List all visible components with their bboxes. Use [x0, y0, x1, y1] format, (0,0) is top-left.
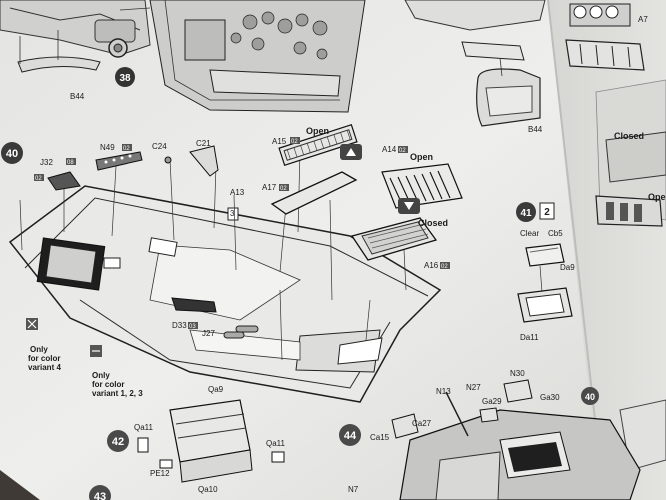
step-38-drawing	[0, 0, 151, 73]
note-variant-123-line1: Only	[92, 371, 110, 380]
svg-text:02: 02	[280, 186, 287, 192]
part-label-n30: N30	[510, 369, 525, 378]
part-label-c21: C21	[196, 139, 211, 148]
part-label-pe12: PE12	[150, 469, 170, 478]
part-tag-08	[66, 158, 76, 165]
part-label-ga29: Ga29	[482, 397, 502, 406]
part-label-qa11-b: Qa11	[266, 439, 286, 448]
part-cb5-canopy	[525, 243, 565, 267]
svg-text:02: 02	[35, 176, 42, 182]
svg-text:2: 2	[544, 207, 550, 218]
part-label-ca27: Ca27	[412, 419, 432, 428]
callout-open-a15: Open	[306, 126, 329, 136]
part-label-a15: A15	[272, 137, 287, 146]
part-label-n7: N7	[348, 485, 359, 494]
part-a15-grille	[278, 123, 358, 167]
callout-open-right: Ope	[648, 192, 666, 202]
part-tag-08-text: 08	[67, 160, 74, 166]
step-38-badge: 38	[115, 67, 135, 87]
open-indicator-icon	[340, 144, 362, 160]
part-label-a14: A14	[382, 145, 397, 154]
part-a17-frame	[270, 171, 358, 215]
part-label-j32: J32	[40, 158, 53, 167]
variant-4-icon	[26, 318, 38, 330]
variant-123-icon	[90, 345, 102, 357]
step-40-number: 40	[6, 148, 18, 160]
part-a16-closed	[350, 217, 438, 261]
fuselage-floor-pan	[8, 185, 442, 403]
leader-lines	[19, 149, 407, 361]
part-j32	[47, 171, 81, 191]
svg-text:42: 42	[112, 436, 124, 448]
part-label-n13: N13	[436, 387, 451, 396]
right-part-b44-drawing	[404, 0, 546, 127]
callout-open-a14: Open	[410, 152, 433, 162]
part-label-ca15: Ca15	[370, 433, 390, 442]
closed-indicator-icon	[398, 198, 420, 214]
svg-text:03: 03	[189, 324, 196, 330]
part-c21	[189, 145, 219, 177]
part-label-a17: A17	[262, 183, 277, 192]
part-label-ga30: Ga30	[540, 393, 560, 402]
part-tag-02-a	[34, 174, 44, 181]
step-42-radiator	[137, 399, 285, 483]
svg-text:02: 02	[441, 264, 448, 270]
page-fold	[547, 0, 605, 500]
note-variant-123-line2: for color	[92, 380, 124, 389]
note-variant-4-line3: variant 4	[28, 363, 61, 372]
part-label-qa10: Qa10	[198, 485, 218, 494]
step-44-fuselage	[391, 379, 641, 500]
ref-40-badge: 40	[581, 387, 599, 405]
part-label-da9: Da9	[560, 263, 575, 272]
part-c24	[164, 156, 172, 164]
right-page-parts	[565, 3, 666, 471]
part-label-d33: D33	[172, 321, 187, 330]
svg-text:02: 02	[123, 146, 130, 152]
part-label-j27: J27	[202, 329, 215, 338]
step-38-number: 38	[119, 73, 131, 84]
part-label-3: 3	[230, 209, 235, 218]
part-label-a16: A16	[424, 261, 439, 270]
part-label-b44: B44	[70, 92, 85, 101]
part-label-qa9: Qa9	[208, 385, 224, 394]
part-label-n27: N27	[466, 383, 481, 392]
step-41-badge: 41 2	[516, 202, 555, 222]
svg-text:41: 41	[520, 208, 532, 219]
note-variant-4-line2: for color	[28, 354, 60, 363]
callout-closed-a16: Closed	[418, 218, 448, 228]
callout-closed-right: Closed	[614, 131, 644, 141]
part-label-da11: Da11	[520, 333, 539, 342]
part-a14-shutter	[381, 163, 463, 209]
svg-text:40: 40	[585, 392, 595, 402]
cockpit-interior-drawing	[119, 0, 366, 113]
step-40-badge: 40	[1, 142, 23, 164]
part-label-a13: A13	[230, 188, 245, 197]
part-label-a7: A7	[638, 15, 648, 24]
svg-text:43: 43	[94, 491, 106, 500]
step-42-badge: 42	[107, 430, 129, 452]
step-43-badge: 43	[89, 485, 111, 500]
part-label-cb5: Cb5	[548, 229, 563, 238]
part-label-n49: N49	[100, 143, 115, 152]
note-variant-4-line1: Only	[30, 345, 48, 354]
callout-clear: Clear	[520, 229, 539, 238]
part-label-b44b: B44	[528, 125, 543, 134]
svg-text:02: 02	[291, 139, 298, 145]
part-da11-frame	[517, 287, 573, 323]
svg-text:02: 02	[399, 148, 406, 154]
note-variant-123-line3: variant 1, 2, 3	[92, 389, 143, 398]
step-44-badge: 44	[339, 424, 361, 446]
part-label-c24: C24	[152, 142, 167, 151]
svg-text:44: 44	[344, 430, 357, 442]
part-label-qa11-a: Qa11	[134, 423, 154, 432]
